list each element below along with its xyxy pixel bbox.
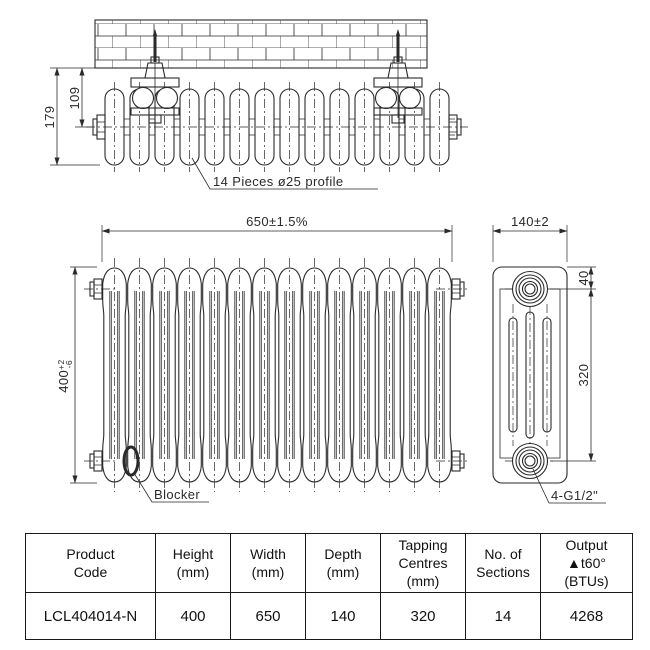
dim-140-text: 140±2 (511, 214, 549, 229)
connections-label-text: 4-G1/2" (551, 488, 598, 503)
cell-product-code: LCL404014-N (25, 592, 156, 640)
dim-179-text: 179 (42, 106, 57, 129)
top-view: 179 109 14 Pieces ø25 profile (42, 19, 468, 190)
dim-40: 40 (550, 266, 596, 290)
dim-109-text: 109 (67, 87, 82, 110)
dim-400-value: 400 (56, 370, 71, 393)
blocker-mark (122, 445, 140, 477)
cell-depth: 140 (305, 592, 381, 640)
dim-650-text: 650±1.5% (246, 214, 308, 229)
dim-140: 140±2 (492, 214, 568, 262)
blocker-label: Blocker (133, 472, 209, 503)
dim-179: 179 (42, 67, 100, 166)
col-header-depth: Depth(mm) (305, 533, 381, 593)
col-header-height: Height(mm) (155, 533, 231, 593)
dim-109: 109 (67, 67, 92, 128)
dim-400-tol-lower: -6 (64, 360, 74, 368)
dim-320-text: 320 (576, 364, 591, 387)
cell-tapping-centres: 320 (380, 592, 466, 640)
front-view: Blocker 650±1.5% 400+2-6 (56, 214, 470, 503)
tapping-bottom (511, 442, 549, 480)
cell-output: 4268 (540, 592, 633, 640)
brick-wall (94, 19, 428, 69)
dim-400: 400+2-6 (56, 266, 97, 484)
tapping-top (511, 270, 549, 308)
dim-320: 320 (550, 288, 596, 462)
col-header-output: Output▲t60°(BTUs) (540, 533, 633, 593)
dim-650: 650±1.5% (101, 214, 453, 262)
connections-label: 4-G1/2" (532, 468, 606, 504)
col-header-width: Width(mm) (230, 533, 306, 593)
profile-label-text: 14 Pieces ø25 profile (213, 174, 344, 189)
radiator-plan (86, 81, 468, 173)
cell-width: 650 (230, 592, 306, 640)
spec-table-data-row: LCL404014-N 400 650 140 320 14 4268 (25, 592, 633, 640)
dim-400-text: 400+2-6 (56, 359, 74, 392)
dim-400-tol-upper: +2 (56, 359, 66, 370)
cell-height: 400 (155, 592, 231, 640)
side-view: 140±2 40 320 4-G1/2" (492, 214, 606, 504)
cell-sections: 14 (465, 592, 541, 640)
blocker-label-text: Blocker (154, 487, 200, 502)
profile-label: 14 Pieces ø25 profile (191, 157, 378, 190)
technical-drawing: 179 109 14 Pieces ø25 profile Blocker (42, 19, 606, 504)
dim-40-text: 40 (576, 270, 591, 285)
